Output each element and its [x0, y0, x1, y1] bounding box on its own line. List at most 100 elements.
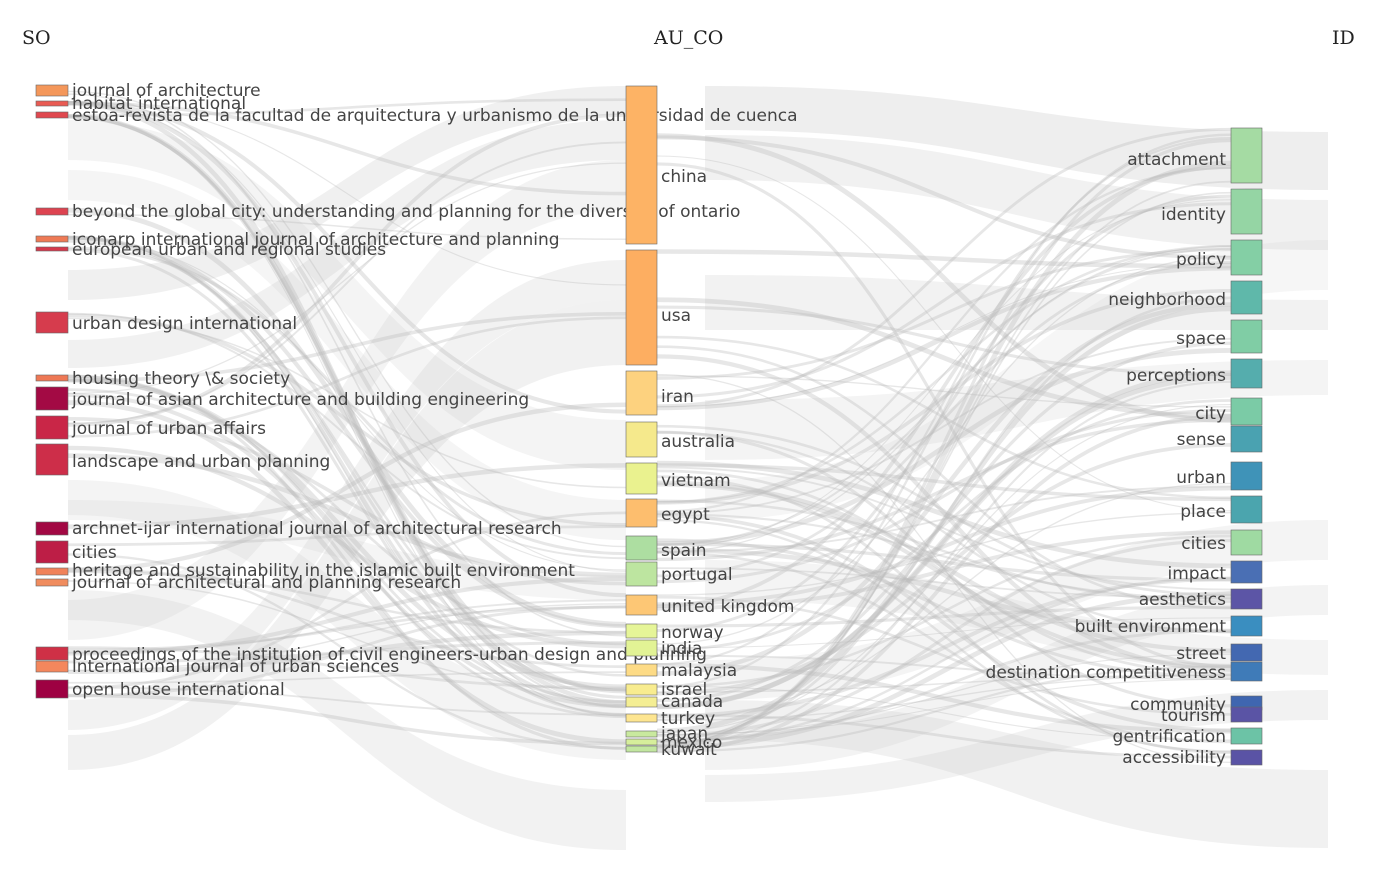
flow-link [67, 400, 627, 745]
node-au-co-china[interactable] [625, 85, 658, 245]
node-id-destination-competitiveness[interactable] [1230, 661, 1263, 682]
node-au-co-israel[interactable] [625, 683, 658, 696]
node-id-built-environment[interactable] [1230, 615, 1263, 637]
flow-link [67, 374, 627, 719]
node-label: heritage and sustainability in the islam… [72, 561, 575, 581]
node-au-co-japan[interactable] [625, 730, 658, 738]
flow-link [656, 245, 1232, 554]
node-label: canada [661, 692, 723, 712]
node-label: china [661, 167, 707, 187]
node-id-policy[interactable] [1230, 239, 1263, 276]
node-id-city[interactable] [1230, 397, 1263, 426]
node-id-tourism[interactable] [1230, 706, 1263, 723]
node-label: urban design international [72, 314, 297, 334]
flow-link [656, 414, 1232, 754]
node-au-co-kuwait[interactable] [625, 745, 658, 753]
flow-link [67, 162, 627, 395]
node-so-cities[interactable] [35, 540, 69, 564]
node-au-co-usa[interactable] [625, 249, 658, 366]
node-id-sense[interactable] [1230, 425, 1263, 453]
node-so-habitat-international[interactable] [35, 100, 69, 107]
node-id-perceptions[interactable] [1230, 358, 1263, 389]
node-so-iconarp-international-journal-of-architecture-and-planning[interactable] [35, 235, 69, 243]
flow-band [68, 160, 626, 640]
flow-link [656, 654, 1232, 680]
node-id-aesthetics[interactable] [1230, 588, 1263, 610]
node-so-heritage-and-sustainability-in-the-islamic-built-environment[interactable] [35, 567, 69, 576]
node-id-urban[interactable] [1230, 461, 1263, 491]
node-so-journal-of-architecture[interactable] [35, 84, 69, 97]
flow-band [68, 86, 626, 300]
node-id-accessibility[interactable] [1230, 749, 1263, 766]
node-id-street[interactable] [1230, 643, 1263, 662]
flow-link [67, 235, 627, 692]
node-au-co-mexico[interactable] [625, 738, 658, 746]
node-id-place[interactable] [1230, 495, 1263, 524]
node-au-co-malaysia[interactable] [625, 663, 658, 677]
node-so-journal-of-asian-architecture-and-building-engineering[interactable] [35, 386, 69, 411]
node-au-co-india[interactable] [625, 639, 658, 657]
node-au-co-australia[interactable] [625, 421, 658, 458]
flow-link [67, 90, 627, 548]
flow-link [67, 235, 627, 629]
node-so-landscape-and-urban-planning[interactable] [35, 443, 69, 476]
node-so-proceedings-of-the-institution-of-civil-engineers-urban-design-and-planning[interactable] [35, 646, 69, 661]
node-id-identity[interactable] [1230, 188, 1263, 235]
node-au-co-iran[interactable] [625, 370, 658, 416]
node-id-impact[interactable] [1230, 560, 1263, 584]
column-title-so: SO [22, 27, 51, 49]
node-so-european-urban-and-regional-studies[interactable] [35, 246, 69, 252]
node-label: attachment [1127, 150, 1226, 170]
flow-link [67, 671, 627, 684]
node-so-housing-theory-society[interactable] [35, 374, 69, 382]
flow-link [656, 160, 1232, 750]
node-au-co-united-kingdom[interactable] [625, 594, 658, 616]
node-label: open house international [72, 680, 285, 700]
node-so-beyond-the-global-city-understanding-and-planning-for-the-diversity-of-ontario[interactable] [35, 207, 69, 216]
node-id-space[interactable] [1230, 319, 1263, 354]
flow-link [656, 255, 1232, 645]
node-id-neighborhood[interactable] [1230, 280, 1263, 315]
node-id-gentrification[interactable] [1230, 727, 1263, 745]
flow-band [705, 135, 1328, 250]
flow-link [656, 475, 1232, 755]
flow-link [67, 93, 627, 637]
flow-link [656, 261, 1232, 578]
node-so-international-journal-of-urban-sciences[interactable] [35, 660, 69, 673]
node-label: spain [661, 541, 707, 561]
node-label: norway [661, 623, 724, 643]
node-label: city [1195, 404, 1226, 424]
node-au-co-portugal[interactable] [625, 561, 658, 587]
node-id-attachment[interactable] [1230, 127, 1263, 184]
node-au-co-norway[interactable] [625, 623, 658, 639]
flow-link [656, 248, 1232, 380]
node-label: place [1180, 502, 1226, 522]
flow-link [656, 551, 1232, 744]
node-so-journal-of-urban-affairs[interactable] [35, 415, 69, 440]
node-so-estoa-revista-de-la-facultad-de-arquitectura-y-urbanismo-de-la-universidad-de-cuenca[interactable] [35, 111, 69, 119]
flow-link [656, 180, 1232, 745]
flow-link [656, 194, 1232, 632]
node-label: journal of asian architecture and buildi… [71, 390, 529, 410]
node-so-urban-design-international[interactable] [35, 311, 69, 334]
node-label: european urban and regional studies [72, 240, 386, 260]
node-au-co-turkey[interactable] [625, 713, 658, 723]
node-au-co-egypt[interactable] [625, 498, 658, 528]
node-au-co-spain[interactable] [625, 535, 658, 561]
node-au-co-canada[interactable] [625, 696, 658, 708]
flow-link [67, 316, 627, 438]
flow-link [67, 567, 627, 669]
flow-band [705, 520, 1328, 700]
node-id-cities[interactable] [1230, 529, 1263, 556]
node-label: iconarp international journal of archite… [72, 230, 560, 250]
flow-link [656, 591, 1232, 750]
node-so-journal-of-architectural-and-planning-research[interactable] [35, 578, 69, 587]
flow-link [67, 236, 627, 715]
column-title-au-co: AU_CO [654, 27, 724, 49]
node-so-open-house-international[interactable] [35, 679, 69, 699]
node-so-archnet-ijar-international-journal-of-architectural-research[interactable] [35, 521, 69, 536]
flow-link [656, 547, 1232, 634]
flow-link [656, 499, 1232, 603]
node-au-co-vietnam[interactable] [625, 462, 658, 495]
